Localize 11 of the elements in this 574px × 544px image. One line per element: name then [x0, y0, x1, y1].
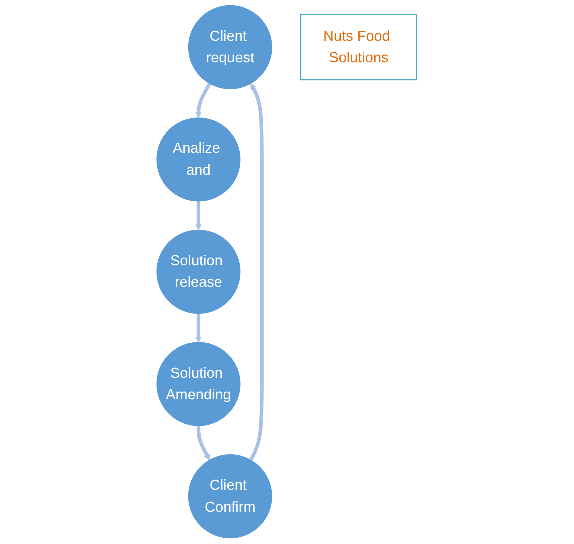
arrow [196, 314, 202, 343]
arrow [249, 83, 264, 462]
node-circle: Client Confirm [188, 454, 272, 539]
arrow [196, 82, 212, 118]
node-circle: Client request [188, 5, 272, 90]
node-circle: Solution release [156, 230, 241, 314]
node-circle: Analize and [156, 118, 241, 202]
arrow [196, 201, 202, 231]
node-circle: Solution Amending [156, 342, 241, 426]
node-box: Nuts Food Solutions [300, 14, 418, 81]
arrow [196, 426, 210, 461]
